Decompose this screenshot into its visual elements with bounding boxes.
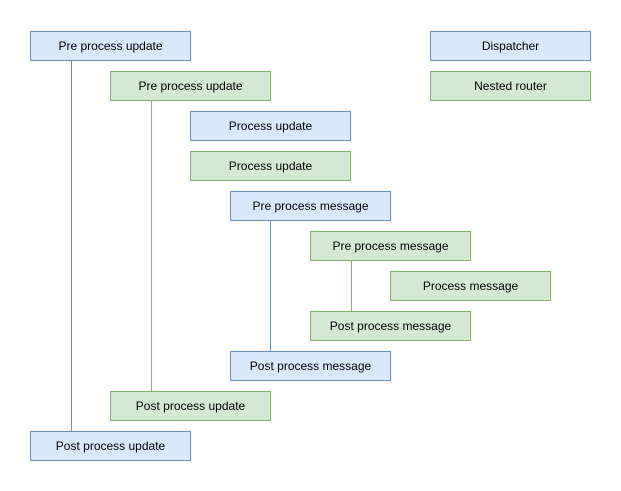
node-label: Pre process update — [58, 39, 163, 53]
legend-label: Dispatcher — [481, 39, 540, 53]
connector-update-router — [151, 101, 152, 391]
node-post-process-update-dispatcher: Post process update — [30, 431, 191, 461]
connector-message-router — [351, 261, 352, 311]
legend-nested-router: Nested router — [430, 71, 591, 101]
node-label: Post process message — [249, 359, 372, 373]
node-label: Post process message — [329, 319, 452, 333]
legend-label: Nested router — [474, 79, 547, 93]
node-label: Process update — [228, 159, 313, 173]
node-label: Process message — [422, 279, 519, 293]
node-process-update-router: Process update — [190, 151, 351, 181]
node-post-process-message-dispatcher: Post process message — [230, 351, 391, 381]
node-pre-process-message-router: Pre process message — [310, 231, 471, 261]
node-label: Post process update — [135, 399, 246, 413]
legend-dispatcher: Dispatcher — [430, 31, 591, 61]
node-label: Pre process message — [252, 199, 369, 213]
node-process-update-dispatcher: Process update — [190, 111, 351, 141]
node-label: Pre process update — [138, 79, 243, 93]
node-pre-process-message-dispatcher: Pre process message — [230, 191, 391, 221]
connector-message-dispatcher — [270, 221, 271, 351]
node-post-process-update-router: Post process update — [110, 391, 271, 421]
connector-update-dispatcher — [71, 61, 72, 431]
node-pre-process-update-dispatcher: Pre process update — [30, 31, 191, 61]
node-label: Process update — [228, 119, 313, 133]
node-label: Post process update — [55, 439, 166, 453]
node-label: Pre process message — [332, 239, 449, 253]
node-post-process-message-router: Post process message — [310, 311, 471, 341]
node-process-message-router: Process message — [390, 271, 551, 301]
node-pre-process-update-router: Pre process update — [110, 71, 271, 101]
